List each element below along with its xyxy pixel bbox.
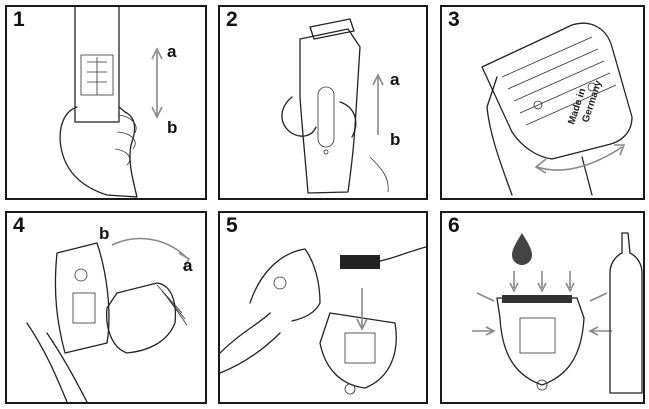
label-a: a xyxy=(183,257,192,274)
step-1-illustration xyxy=(7,7,205,198)
step-2-panel: 2 a b xyxy=(218,5,428,200)
step-6-illustration xyxy=(442,213,643,402)
step-number: 5 xyxy=(226,215,238,236)
label-b: b xyxy=(167,119,177,136)
step-3-illustration: Made in Germany xyxy=(442,7,643,198)
step-number: 4 xyxy=(13,215,25,236)
step-1-panel: 1 a b xyxy=(5,5,207,200)
cleaning-brush xyxy=(340,255,380,269)
hand xyxy=(60,107,137,197)
step-number: 2 xyxy=(226,9,238,30)
step-6-panel: 6 xyxy=(440,211,645,404)
oil-drop-icon xyxy=(512,233,532,265)
step-number: 1 xyxy=(13,9,25,30)
hand xyxy=(282,97,316,136)
label-b: b xyxy=(390,131,400,148)
label-a: a xyxy=(390,71,399,88)
step-5-illustration xyxy=(220,213,426,402)
clipper-body xyxy=(55,243,109,353)
blade-unit xyxy=(497,298,584,385)
clipper-body xyxy=(250,249,320,321)
curved-arrow xyxy=(112,239,187,258)
step-number: 6 xyxy=(448,215,460,236)
step-4-panel: 4 b a xyxy=(5,211,207,404)
label-b: b xyxy=(99,225,109,242)
label-a: a xyxy=(167,43,176,60)
step-number: 3 xyxy=(448,9,460,30)
step-3-panel: Made in Germany 3 xyxy=(440,5,645,200)
oil-bottle xyxy=(610,233,642,393)
blade-unit xyxy=(320,313,396,388)
blade-head xyxy=(482,23,632,159)
switch-slot xyxy=(318,87,334,147)
step-2-illustration xyxy=(220,7,426,198)
step-5-panel: 5 xyxy=(218,211,428,404)
clipper-body xyxy=(300,29,360,193)
